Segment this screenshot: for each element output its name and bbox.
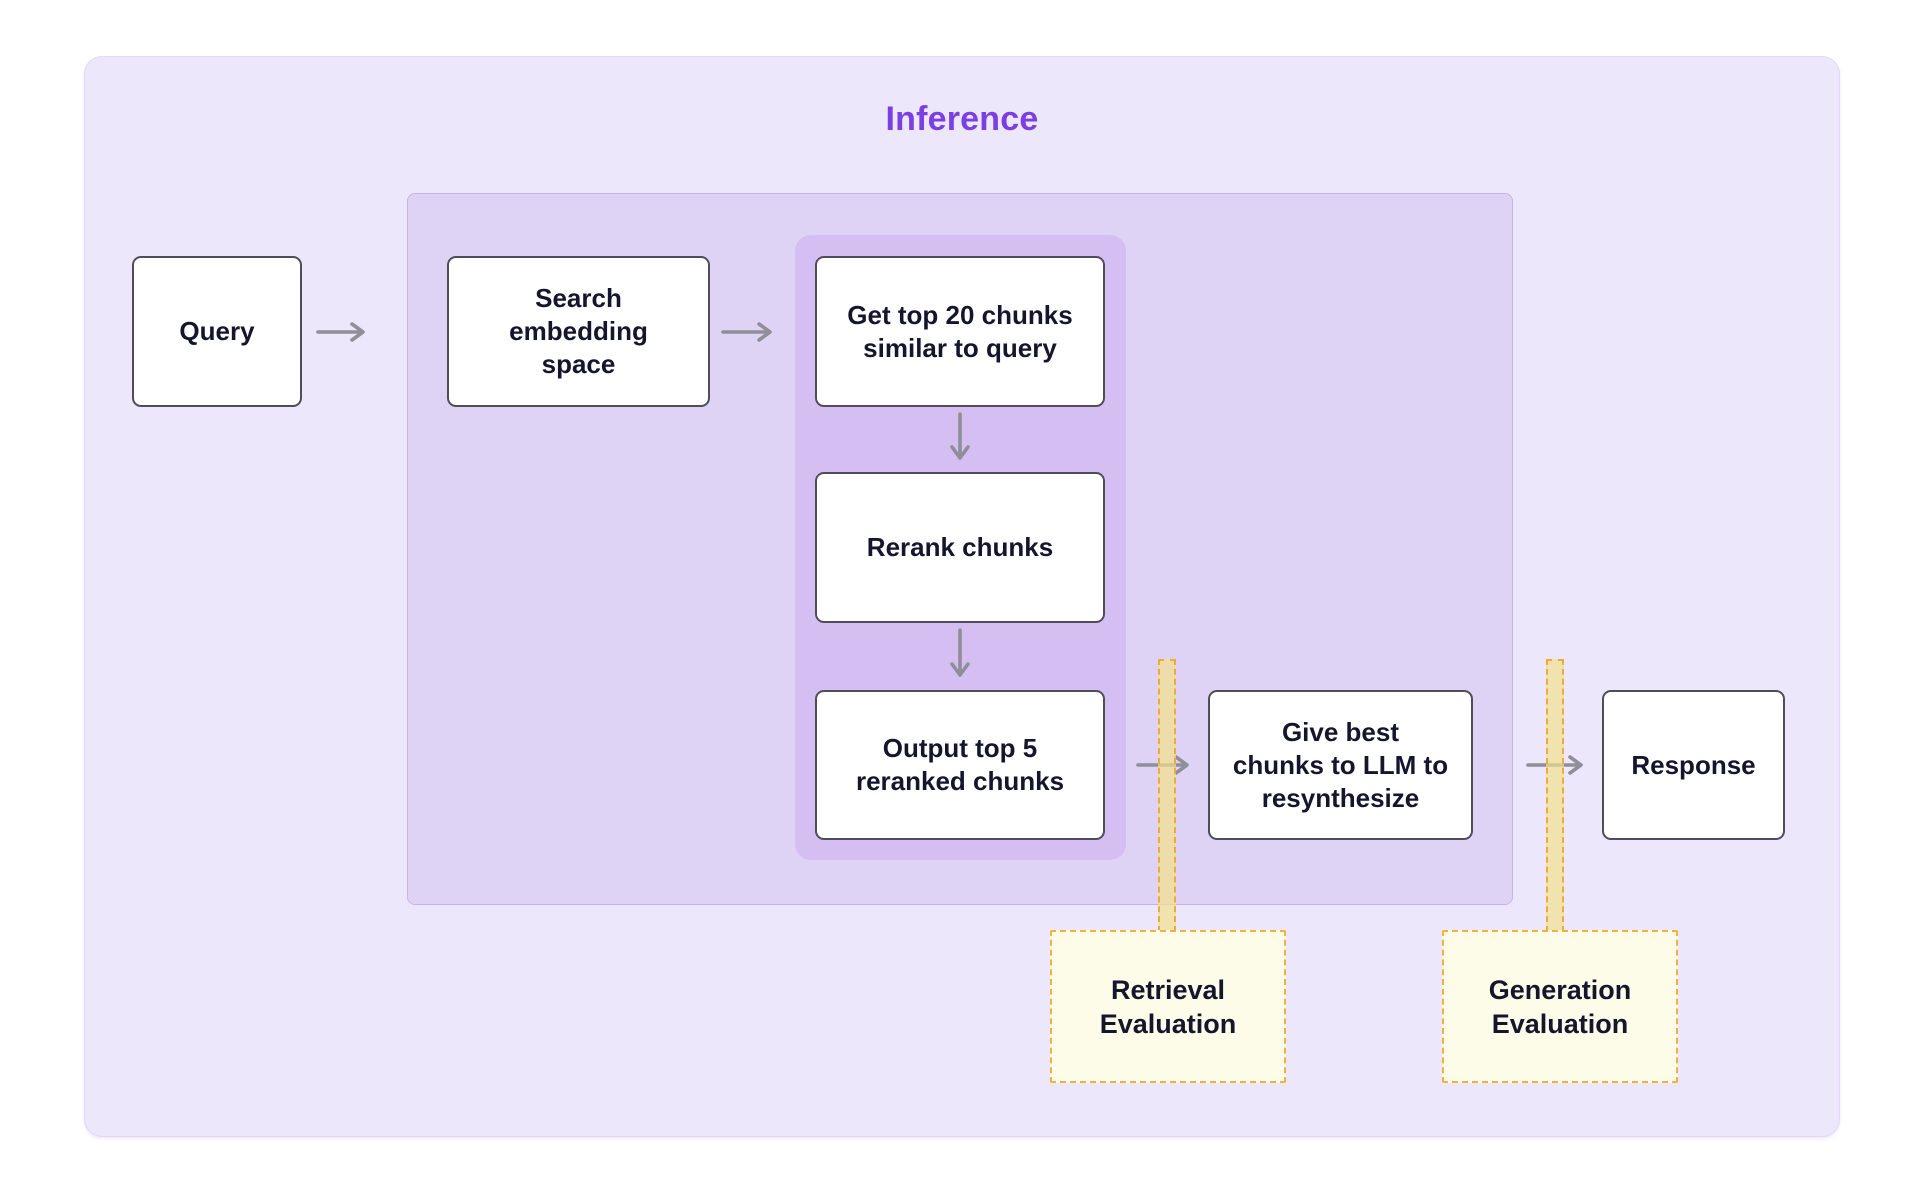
node-rerank-chunks: Rerank chunks: [815, 472, 1105, 623]
generation-evaluation-band: [1546, 659, 1564, 932]
node-search-embedding-space: Search embedding space: [447, 256, 710, 407]
retrieval-evaluation-box: Retrieval Evaluation: [1050, 930, 1286, 1083]
node-give-best-chunks-to-llm: Give best chunks to LLM to resynthesize: [1208, 690, 1473, 840]
node-get-top-20-chunks: Get top 20 chunks similar to query: [815, 256, 1105, 407]
retrieval-evaluation-band: [1158, 659, 1176, 932]
diagram-title: Inference: [885, 100, 1039, 138]
node-query: Query: [132, 256, 302, 407]
node-output-top-5-reranked-chunks: Output top 5 reranked chunks: [815, 690, 1105, 840]
node-response: Response: [1602, 690, 1785, 840]
generation-evaluation-box: Generation Evaluation: [1442, 930, 1678, 1083]
